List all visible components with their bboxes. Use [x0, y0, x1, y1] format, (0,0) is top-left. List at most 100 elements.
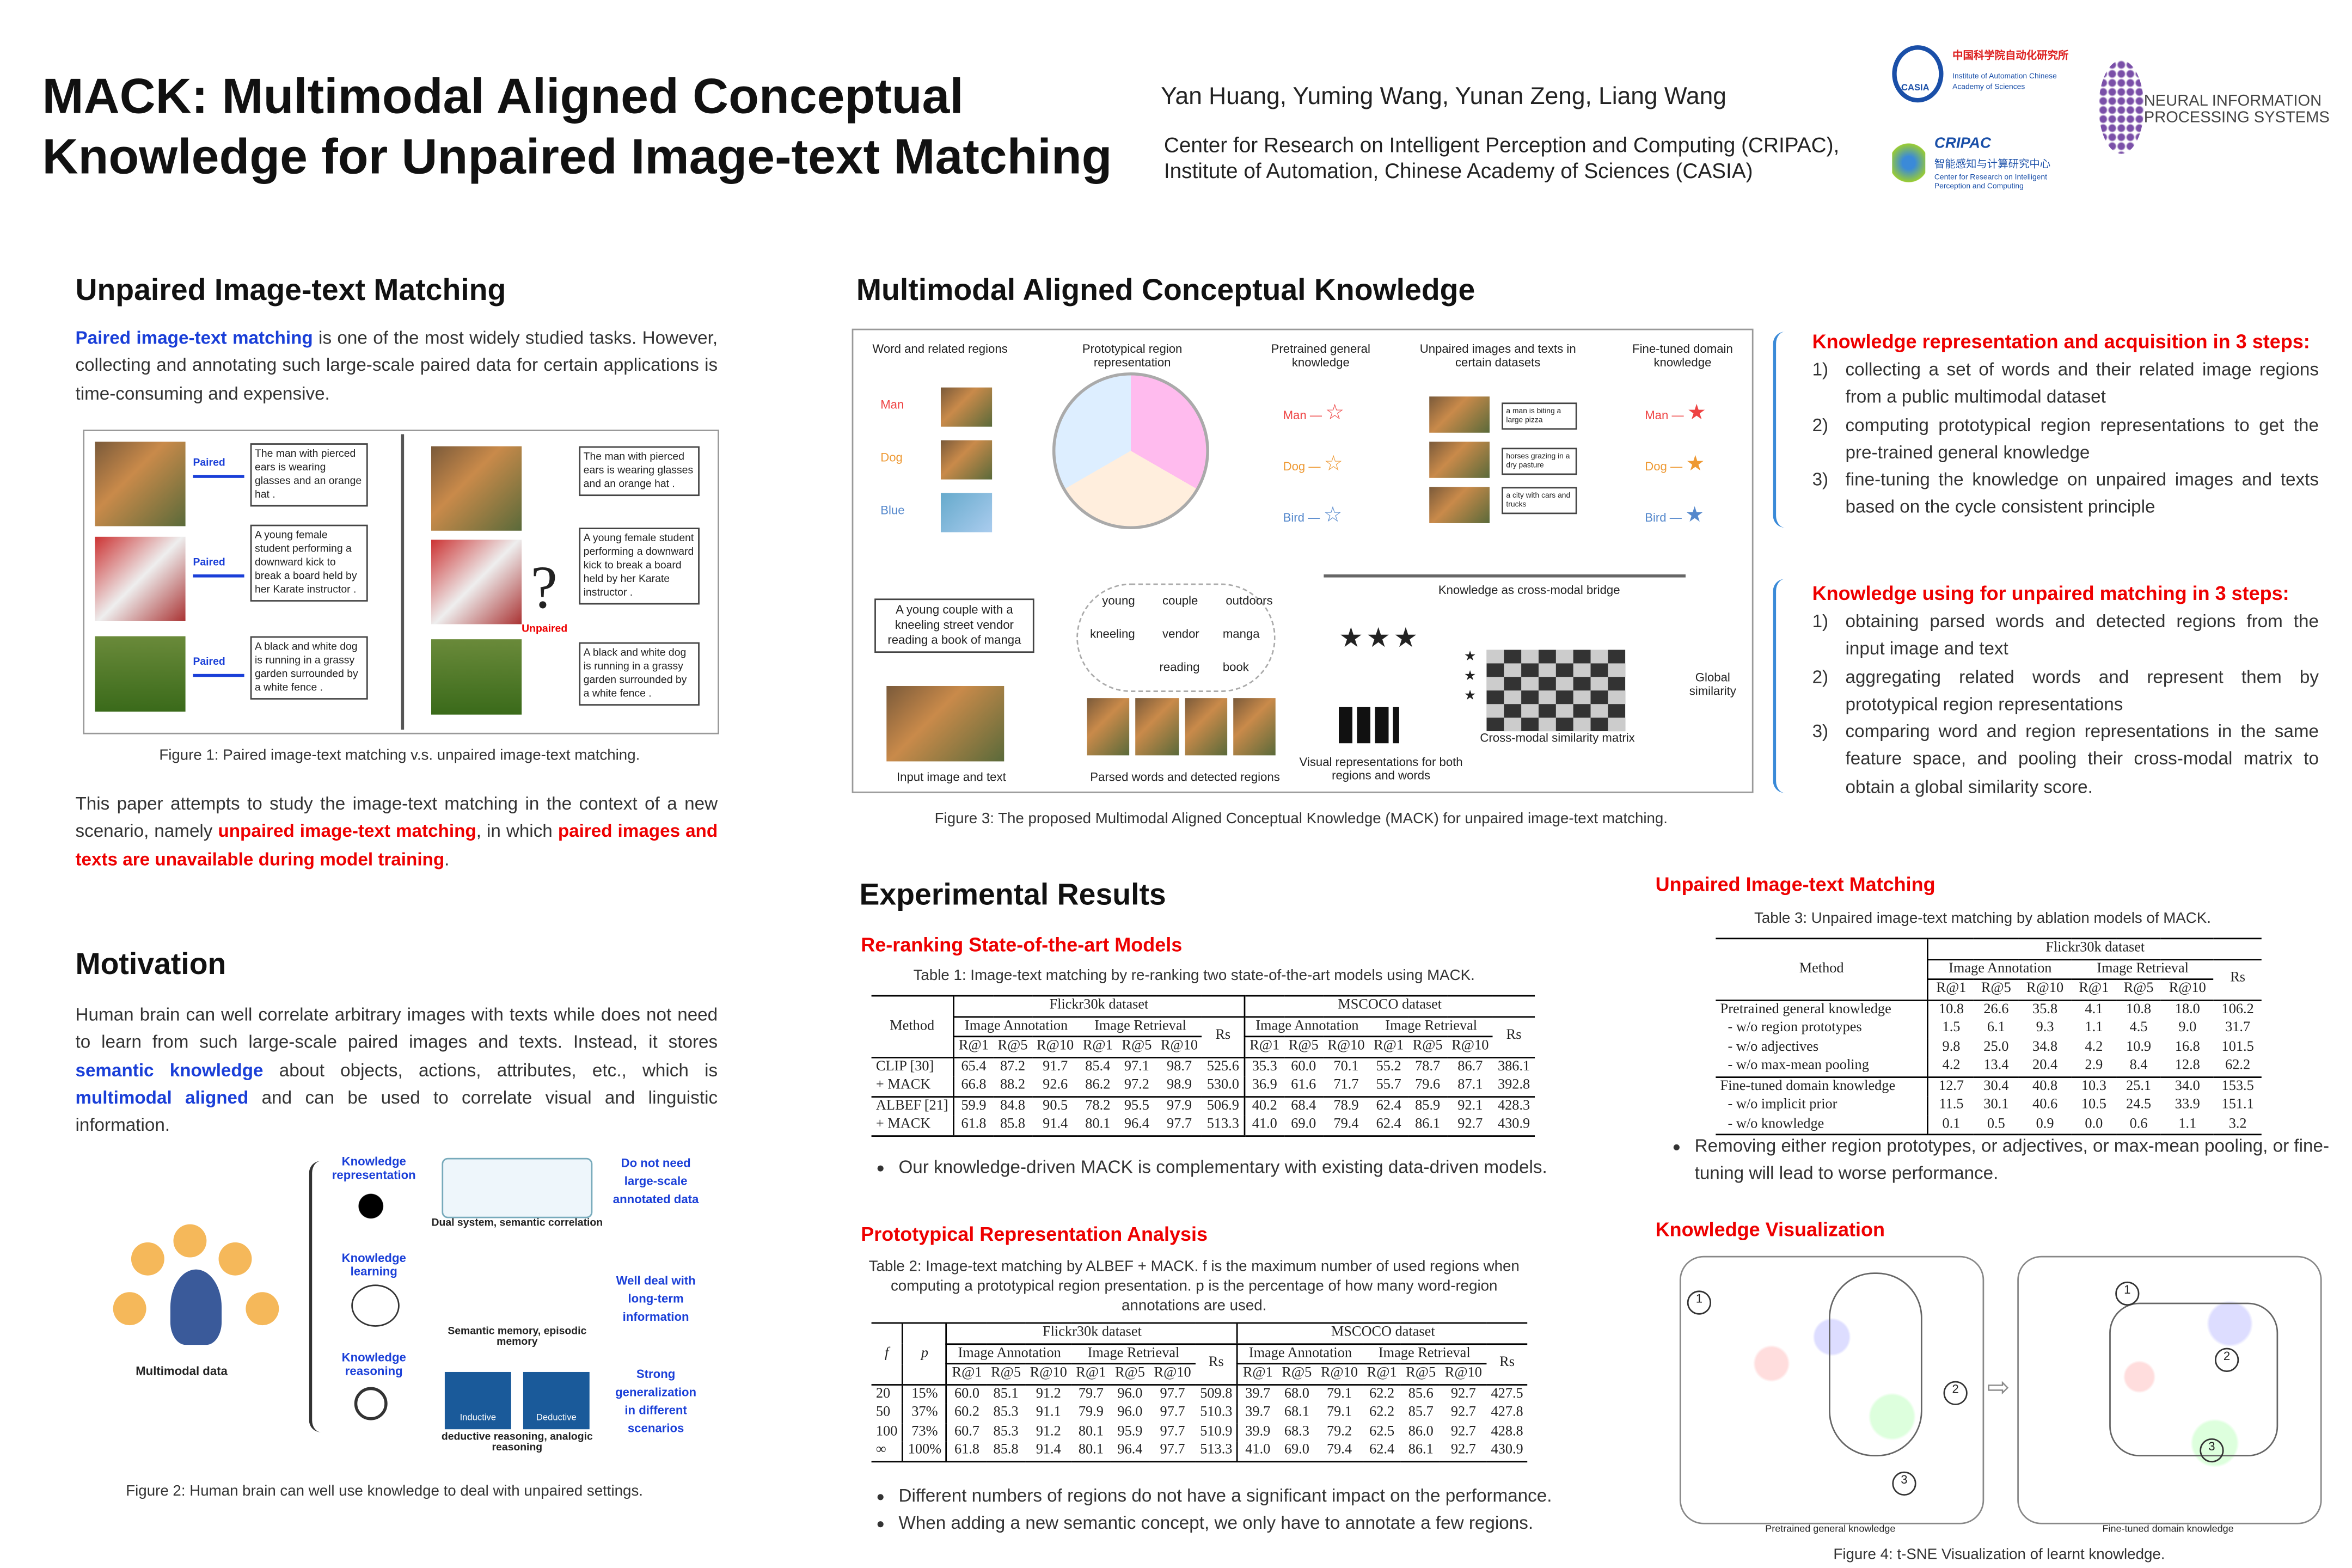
- parsed-label: Parsed words and detected regions: [1090, 770, 1280, 784]
- table-cell: 25.1: [2116, 1075, 2161, 1097]
- step-text: obtaining parsed words and detected regi…: [1845, 610, 2319, 659]
- table-cell: 35.8: [2032, 1002, 2058, 1017]
- table-cell: CLIP[30]: [872, 1057, 954, 1076]
- graph-word: manga: [1222, 627, 1260, 641]
- unpaired-text-1: a man is biting a large pizza: [1502, 402, 1577, 430]
- table-cell: Pretrained general knowledge: [1720, 1002, 1891, 1017]
- table-cell: 62.2: [2225, 1058, 2251, 1074]
- table-cell: 26.6: [1983, 1002, 2009, 1017]
- inductive-label: Inductive: [460, 1414, 497, 1424]
- reasoning-label: deductive reasoning, analogic reasoning: [441, 1432, 593, 1454]
- table-cell: 41.0: [1236, 1441, 1278, 1462]
- table-cell: 151.1: [2221, 1097, 2254, 1113]
- table-cell: Image Retrieval: [1369, 1016, 1493, 1038]
- table-cell: R@10: [1323, 1036, 1369, 1058]
- acquisition-steps: 1)collecting a set of words and their re…: [1812, 356, 2319, 522]
- photo-dog-unpaired: [431, 639, 522, 715]
- table-cell: 55.7: [1376, 1077, 1401, 1093]
- table-cell: 510.3: [1200, 1405, 1233, 1420]
- pre-word-bird: Bird — ☆: [1283, 502, 1343, 526]
- citation-link[interactable]: [21]: [924, 1098, 948, 1114]
- table-cell: 97.2: [1124, 1077, 1149, 1093]
- ft-word-bird: Bird — ★: [1645, 502, 1704, 526]
- table-cell: - w/o adjectives: [1728, 1039, 1819, 1055]
- table-cell: R@10: [1316, 1363, 1363, 1385]
- similarity-matrix: [1486, 650, 1626, 732]
- motivation-text-e: and can be used to correlate visual and …: [75, 1087, 718, 1136]
- table-cell: f: [871, 1322, 903, 1385]
- table-cell: 68.3: [1284, 1424, 1309, 1440]
- unpaired-image-3: [1429, 487, 1490, 523]
- deductive-block: Deductive: [523, 1371, 590, 1430]
- table-cell: 62.4: [1369, 1116, 1408, 1136]
- table-cell: 509.8: [1200, 1386, 1233, 1401]
- photo-karate: [95, 536, 186, 621]
- figure-2: Multimodal data Knowledge representation…: [83, 1146, 716, 1470]
- table-cell: 36.9: [1244, 1076, 1284, 1097]
- tsne-finetuned-plot: 1 2 3: [2017, 1255, 2322, 1524]
- table-cell: 88.2: [1000, 1077, 1026, 1093]
- table-cell: 4.5: [2129, 1020, 2148, 1036]
- bullets-1: Our knowledge-driven MACK is complementa…: [872, 1153, 1622, 1180]
- table-cell: R@10: [1149, 1363, 1196, 1385]
- citation-link[interactable]: [30]: [910, 1059, 934, 1075]
- table-cell: 530.0: [1206, 1077, 1239, 1093]
- table-cell: 8.4: [2129, 1058, 2148, 1074]
- unpaired-caption-box-2: A young female student performing a down…: [579, 528, 700, 605]
- no-annotation-label: Do not need large-scale annotated data: [612, 1156, 699, 1206]
- table-cell: 153.5: [2214, 1075, 2262, 1097]
- usage-step: 1)obtaining parsed words and detected re…: [1812, 608, 2319, 663]
- table-cell: 85.8: [986, 1441, 1026, 1462]
- table-cell: 95.5: [1117, 1095, 1156, 1116]
- photo-man-orange-hat: [95, 442, 186, 526]
- table-cell: 12.8: [2175, 1058, 2200, 1074]
- table-cell: 100: [875, 1424, 898, 1440]
- step-text: comparing word and region representation…: [1845, 721, 2319, 798]
- table-cell: R@1: [2071, 979, 2116, 1001]
- table-cell: 10.8: [1927, 999, 1974, 1019]
- graph-word: kneeling: [1090, 627, 1135, 641]
- ft-word-man: Man — ★: [1645, 399, 1706, 424]
- step-text: fine-tuning the knowledge on unpaired im…: [1845, 469, 2319, 518]
- table-cell: 98.7: [1167, 1059, 1192, 1075]
- table-cell: 35.3: [1244, 1057, 1284, 1077]
- table-cell: 1.1: [2085, 1020, 2103, 1036]
- table-cell: R@5: [1277, 1363, 1316, 1385]
- table-cell: R@1: [1244, 1036, 1284, 1058]
- table-cell: 91.7: [1043, 1059, 1068, 1075]
- table-cell: 96.4: [1110, 1441, 1150, 1462]
- table-cell: Image Annotation: [946, 1343, 1072, 1365]
- star-filled-icon: ★: [1687, 399, 1706, 424]
- col-words-label: Word and related regions: [872, 342, 1008, 356]
- graph-word: vendor: [1162, 627, 1199, 641]
- table-cell: 68.4: [1284, 1095, 1324, 1116]
- table-cell: 62.5: [1369, 1424, 1395, 1440]
- table-cell: MSCOCO dataset: [1244, 995, 1535, 1017]
- table-cell: 62.4: [1362, 1441, 1401, 1462]
- table-cell: R@5: [1401, 1363, 1441, 1385]
- table-cell: R@1: [1369, 1036, 1408, 1058]
- table-cell: R@10: [1440, 1363, 1487, 1385]
- table-cell: 0.6: [2116, 1114, 2161, 1136]
- dual-system-icon: [346, 1188, 395, 1224]
- table-cell: 92.7: [1450, 1424, 1476, 1440]
- cripac-logo: CRIPAC 智能感知与计算研究中心 Center for Research o…: [1892, 136, 2088, 202]
- table-cell: 86.2: [1085, 1077, 1111, 1093]
- graph-word: outdoors: [1226, 594, 1273, 608]
- table-cell: Image Annotation: [1244, 1016, 1369, 1038]
- unpaired-caption-box-1: The man with pierced ears is wearing gla…: [579, 446, 700, 497]
- table-cell: 85.3: [993, 1405, 1019, 1420]
- table-cell: 86.7: [1457, 1059, 1483, 1075]
- table-cell: - w/o max-mean pooling: [1728, 1058, 1869, 1074]
- table-cell: 60.0: [946, 1384, 987, 1404]
- paired-arrow-2: [193, 574, 244, 578]
- table-cell: 39.7: [1236, 1404, 1278, 1423]
- section-heading-mack: Multimodal Aligned Conceptual Knowledge: [856, 274, 1475, 308]
- table-cell: R@10: [2018, 979, 2072, 1001]
- bullet: Removing either region prototypes, or ad…: [1695, 1132, 2346, 1187]
- table-cell: 66.8: [952, 1076, 994, 1097]
